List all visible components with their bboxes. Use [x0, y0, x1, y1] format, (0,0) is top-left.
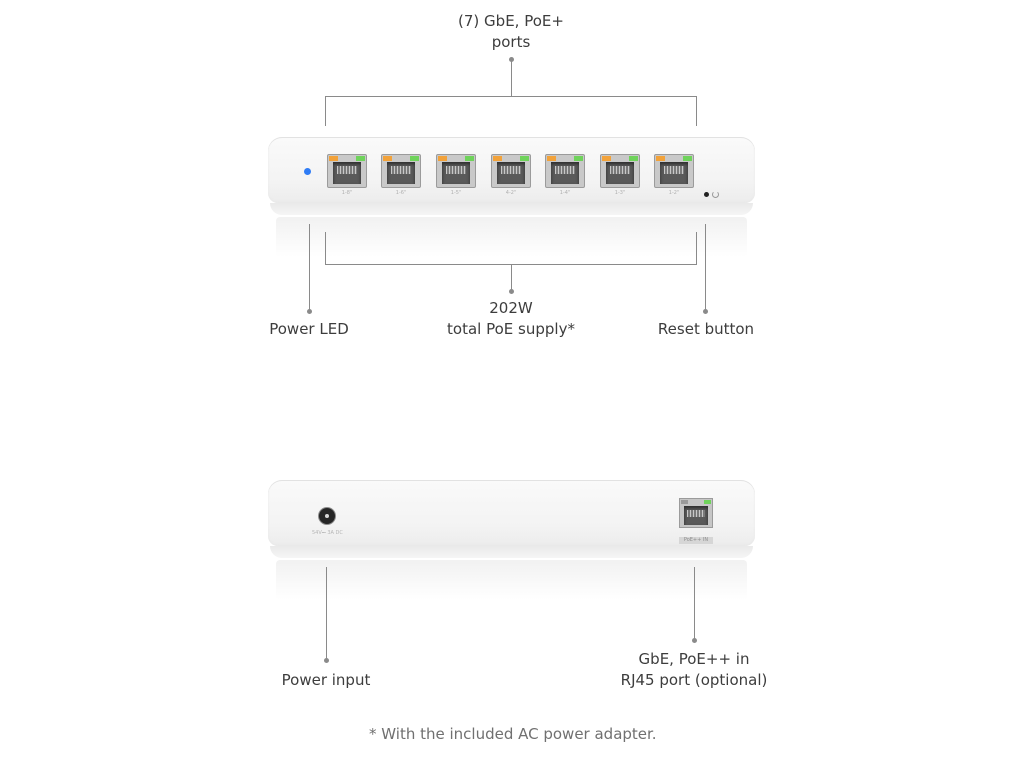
ports-bracket-top [325, 96, 697, 97]
rj45-port-1 [327, 154, 367, 188]
rj45-port-7 [654, 154, 694, 188]
ports-callout-line2: ports [491, 33, 531, 51]
uplink-callout-line1: GbE, PoE++ in [638, 650, 750, 668]
uplink-callout-stem [694, 567, 695, 639]
poe-callout-label: 202W total PoE supply* [391, 298, 631, 340]
uplink-callout-label: GbE, PoE++ in RJ45 port (optional) [594, 649, 794, 691]
rj45-port-2 [381, 154, 421, 188]
rj45-port-5 [545, 154, 585, 188]
dc-jack-label: 54V⎓ 3A DC [312, 530, 343, 536]
poe-bracket-right [696, 232, 697, 264]
ports-callout-line1: (7) GbE, PoE+ [458, 12, 564, 30]
rj45-port-6 [600, 154, 640, 188]
rj45-port-4 [491, 154, 531, 188]
uplink-callout-dot [692, 638, 697, 643]
port-label: 4-2" [505, 190, 517, 196]
reset-callout-dot [703, 309, 708, 314]
footnote: * With the included AC power adapter. [369, 725, 657, 743]
poe-bracket-left [325, 232, 326, 264]
port-label: 1-6" [395, 190, 407, 196]
power-led-indicator [304, 168, 311, 175]
switch-rear-base [270, 546, 753, 558]
power-led-callout-dot [307, 309, 312, 314]
port-label: 1-8" [341, 190, 353, 196]
port-label: 1-2" [668, 190, 680, 196]
uplink-badge: PoE++ IN [679, 537, 713, 544]
switch-rear-reflection [276, 560, 747, 600]
poe-callout-line2: total PoE supply* [447, 320, 575, 338]
reset-button-hole [704, 192, 709, 197]
ports-bracket-right [696, 96, 697, 126]
power-input-callout-dot [324, 658, 329, 663]
ports-callout-dot [509, 57, 514, 62]
ports-callout-label: (7) GbE, PoE+ ports [411, 11, 611, 53]
power-led-label: Power LED [269, 320, 349, 338]
poe-callout-stem [511, 264, 512, 290]
poe-callout-dot [509, 289, 514, 294]
ports-bracket-left [325, 96, 326, 126]
poe-callout-line1: 202W [489, 299, 533, 317]
port-label: 1-4" [559, 190, 571, 196]
port-label: 1-5" [450, 190, 462, 196]
ports-callout-stem [511, 60, 512, 96]
uplink-callout-line2: RJ45 port (optional) [620, 671, 768, 689]
rj45-port-3 [436, 154, 476, 188]
power-led-callout-stem [309, 224, 310, 310]
dc-power-jack [318, 507, 336, 525]
power-input-label: Power input [281, 671, 371, 689]
switch-front-base [270, 203, 753, 215]
reset-icon [712, 191, 719, 198]
reset-button-label: Reset button [657, 320, 755, 338]
power-input-callout-stem [326, 567, 327, 659]
reset-callout-stem [705, 224, 706, 310]
switch-front-reflection [276, 217, 747, 257]
switch-rear-body [268, 480, 755, 546]
uplink-rj45-port [679, 498, 713, 528]
port-label: 1-3" [614, 190, 626, 196]
